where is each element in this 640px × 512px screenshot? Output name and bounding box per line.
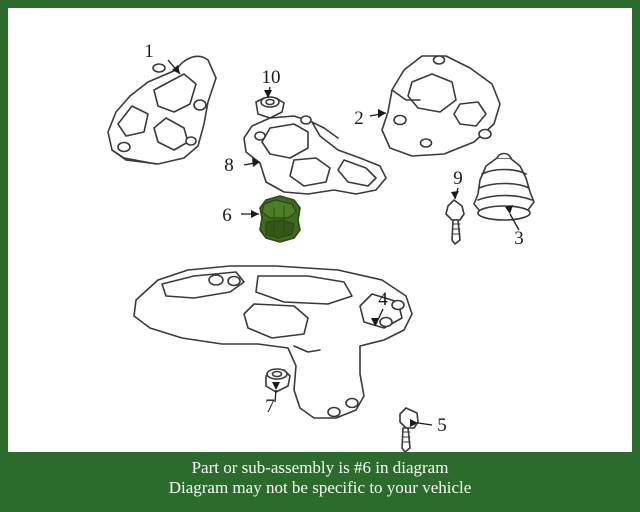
part-7-nut-lower bbox=[265, 368, 291, 393]
diagram-svg: 1 2 3 4 5 6 7 8 9 10 bbox=[107, 41, 535, 452]
part-1-bracket-left bbox=[107, 55, 217, 165]
border-left bbox=[0, 0, 8, 512]
part-4-crossmember bbox=[133, 265, 413, 419]
part-3-engine-mount bbox=[473, 152, 535, 221]
callout-1: 1 bbox=[144, 41, 154, 62]
part-8-transmission-support bbox=[243, 115, 387, 195]
part-2-bracket-right bbox=[381, 55, 501, 157]
part-5-bolt-lower bbox=[399, 407, 419, 452]
callout-9: 9 bbox=[453, 168, 463, 189]
diagram-canvas: 1 2 3 4 5 6 7 8 9 10 bbox=[8, 8, 632, 452]
callout-3: 3 bbox=[514, 228, 524, 249]
callout-7: 7 bbox=[265, 396, 275, 417]
leader-arrowheads bbox=[172, 65, 513, 427]
callout-8: 8 bbox=[224, 155, 234, 176]
border-right bbox=[632, 0, 640, 512]
callout-4: 4 bbox=[378, 289, 388, 310]
caption-line-secondary: Diagram may not be specific to your vehi… bbox=[168, 478, 472, 497]
part-6-transmission-mount-highlighted bbox=[259, 195, 301, 243]
part-9-bolt-upper bbox=[445, 199, 465, 245]
callout-6: 6 bbox=[222, 205, 232, 226]
caption-line-primary: Part or sub-assembly is #6 in diagram bbox=[191, 457, 449, 477]
callout-2: 2 bbox=[354, 108, 364, 129]
border-bottom bbox=[0, 504, 640, 512]
callout-10: 10 bbox=[262, 67, 281, 88]
callout-5: 5 bbox=[437, 415, 447, 436]
part-10-nut-upper bbox=[255, 96, 285, 119]
caption-banner: Part or sub-assembly is #6 in diagram Di… bbox=[8, 452, 632, 504]
border-top bbox=[0, 0, 640, 8]
